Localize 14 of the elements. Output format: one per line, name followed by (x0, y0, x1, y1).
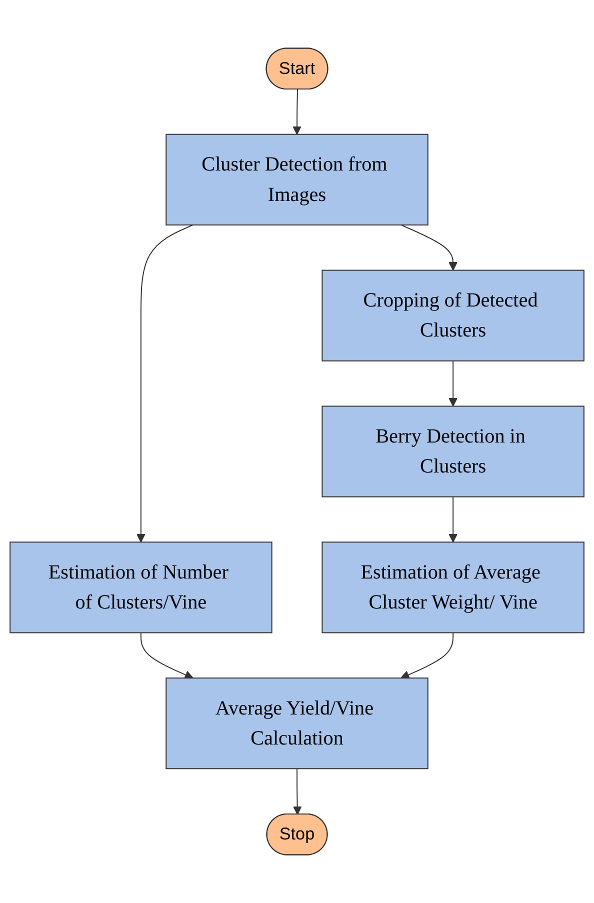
arrow (140, 632, 194, 679)
arrow (400, 632, 454, 679)
node-box: Estimation of Average Cluster Weight/ Vine (322, 542, 584, 634)
node-box: Average Yield/Vine Calculation (166, 678, 428, 770)
node-box: Cropping of Detected Clusters (322, 270, 584, 362)
node-box: Estimation of Number of Clusters/Vine (10, 542, 272, 634)
arrow (448, 496, 458, 543)
arrow (292, 90, 302, 135)
node-box: Cluster Detection from Images (166, 134, 428, 226)
arrow (400, 224, 458, 271)
node-box: Berry Detection in Clusters (322, 406, 584, 498)
arrow (292, 768, 302, 815)
arrow (448, 360, 458, 407)
arrow (136, 224, 194, 543)
